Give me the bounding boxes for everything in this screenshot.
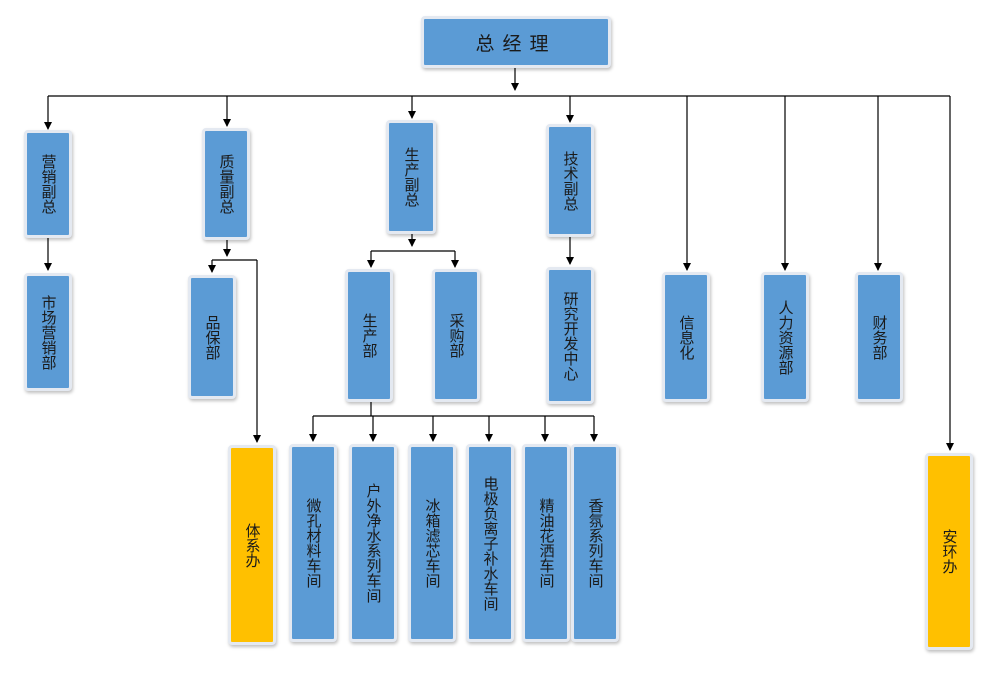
ceo-box: 总经理 (421, 16, 611, 68)
rnd-center-box: 研究开发中心 (546, 267, 594, 404)
system-office-box: 体系办 (228, 445, 276, 645)
workshop-fridge-filter-box: 冰箱滤芯车间 (408, 444, 456, 642)
production-dept-box: 生产部 (345, 269, 393, 402)
finance-dept-box: 财务部 (855, 272, 903, 402)
production-vp-box: 生产副总 (386, 120, 436, 234)
hr-dept-box: 人力资源部 (761, 272, 809, 402)
qa-dept-box: 品保部 (188, 275, 236, 399)
workshop-fragrance-box: 香氛系列车间 (571, 444, 619, 642)
safety-env-office-box: 安环办 (925, 453, 973, 650)
sales-vp-box: 营销副总 (24, 130, 72, 238)
marketing-dept-box: 市场营销部 (24, 273, 72, 391)
purchasing-dept-box: 采购部 (432, 269, 480, 402)
tech-vp-box: 技术副总 (546, 124, 594, 237)
it-dept-box: 信息化 (662, 272, 710, 402)
workshop-microporous-box: 微孔材料车间 (289, 444, 337, 642)
workshop-essential-oil-box: 精油花洒车间 (522, 444, 570, 642)
workshop-electrode-box: 电极负离子补水车间 (466, 444, 514, 642)
workshop-outdoor-water-box: 户外净水系列车间 (349, 444, 397, 642)
quality-vp-box: 质量副总 (202, 128, 250, 240)
